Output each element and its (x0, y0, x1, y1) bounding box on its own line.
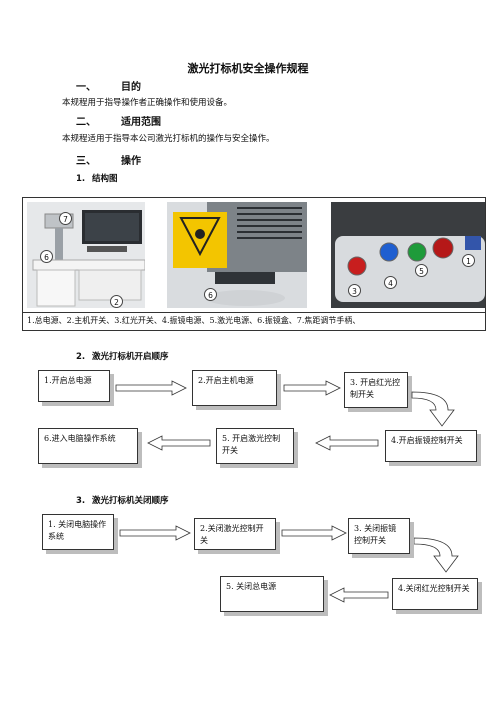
document-title: 激光打标机安全操作规程 (187, 62, 309, 75)
shutdown-step-4: 4.关闭红光控制开关 (392, 578, 478, 610)
control-panel-illustration (331, 202, 485, 308)
section-text-purpose: 本规程用于指导操作者正确操作和使用设备。 (62, 98, 233, 108)
startup-step-1: 1.开启总电源 (38, 370, 110, 402)
control-panel-photo (331, 202, 485, 308)
marker-6: 6 (40, 250, 53, 263)
laser-head-illustration (167, 202, 307, 308)
marker-4: 4 (384, 276, 397, 289)
section-heading-scope: 二、适用范围 (76, 117, 161, 128)
startup-arrow-2-3 (283, 380, 341, 396)
shutdown-arrow-1-2 (119, 525, 191, 541)
figure-divider (23, 312, 485, 313)
startup-step-2: 2.开启主机电源 (192, 370, 277, 406)
laser-head-photo (167, 202, 307, 308)
startup-step-6: 6.进入电脑操作系统 (38, 428, 138, 464)
section-text-scope: 本规程适用于指导本公司激光打标机的操作与安全操作。 (62, 134, 275, 144)
subsection-heading-startup: 2.激光打标机开启顺序 (76, 352, 169, 362)
shutdown-step-1: 1. 关闭电脑操作系统 (42, 514, 114, 550)
shutdown-arrow-3-4 (413, 537, 459, 573)
subsection-heading-shutdown: 3.激光打标机关闭顺序 (76, 496, 169, 506)
startup-step-5: 5. 开启激光控制开关 (216, 428, 294, 464)
section-heading-purpose: 一、目的 (76, 82, 141, 93)
structure-figure: 7 6 2 6 5 1 3 4 1.总电源、2.主机开关、3.红光开关、4.振镜… (22, 197, 486, 331)
figure-caption: 1.总电源、2.主机开关、3.红光开关、4.振镜电源、5.激光电源、6.振镜盒、… (27, 316, 361, 325)
shutdown-step-2: 2.关闭激光控制开关 (194, 518, 276, 550)
startup-arrow-5-6 (147, 435, 211, 451)
marker-5: 5 (415, 264, 428, 277)
shutdown-step-5: 5. 关闭总电源 (220, 576, 324, 612)
marker-1: 1 (462, 254, 475, 267)
shutdown-arrow-2-3 (281, 525, 347, 541)
startup-step-3: 3. 开启红光控制开关 (344, 372, 408, 408)
subsection-heading-structure: 1.结构图 (76, 174, 118, 184)
shutdown-step-3: 3. 关闭振镜控制开关 (348, 518, 410, 554)
startup-arrow-3-4 (411, 391, 455, 427)
startup-arrow-4-5 (315, 435, 379, 451)
marker-2: 2 (110, 295, 123, 308)
startup-step-4: 4.开启振镜控制开关 (385, 430, 477, 462)
shutdown-arrow-4-5 (329, 587, 389, 603)
marker-3: 3 (348, 284, 361, 297)
marker-7: 7 (59, 212, 72, 225)
section-heading-operation: 三、操作 (76, 156, 141, 167)
startup-arrow-1-2 (115, 380, 187, 396)
marker-6-head: 6 (204, 288, 217, 301)
